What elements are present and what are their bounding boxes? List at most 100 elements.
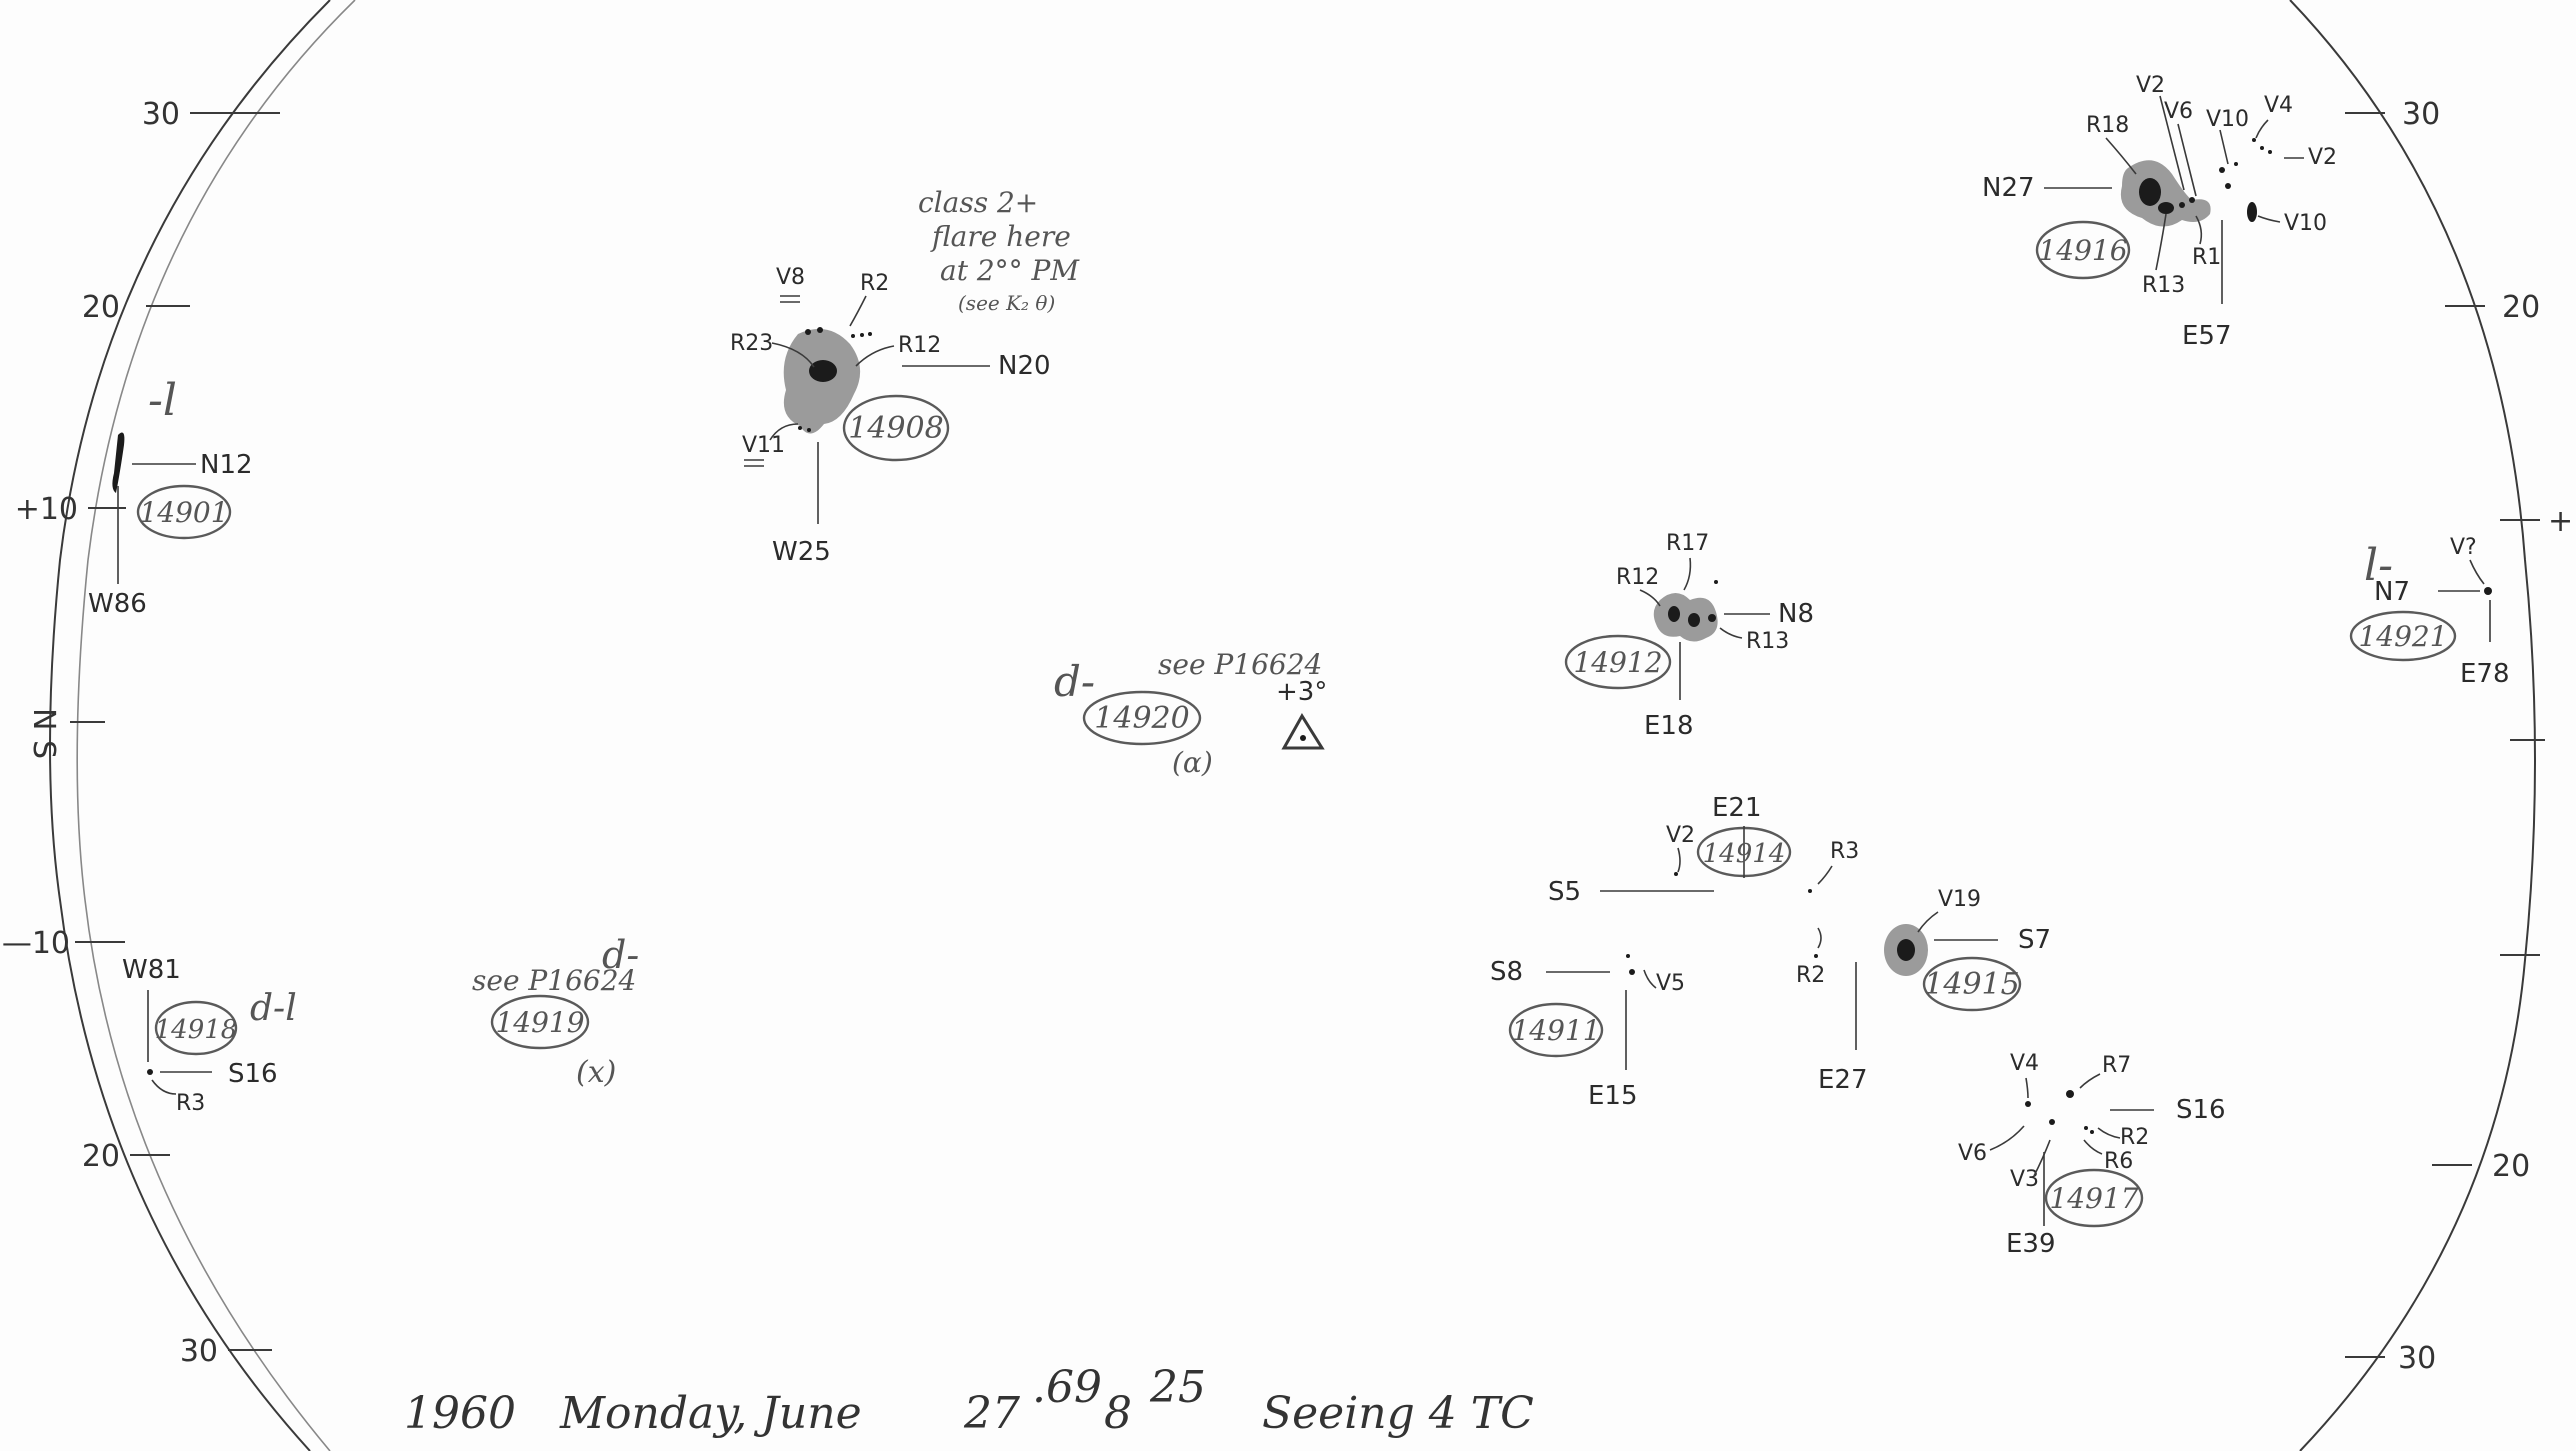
region-14919: see P16624 d- 14919 (x) bbox=[472, 933, 639, 1090]
spot-label-v4: V4 bbox=[2010, 1051, 2039, 1076]
caption-date-fraction: .69 bbox=[1032, 1362, 1102, 1413]
region-14917: V4 R7 S16 R2 R6 V6 V3 14917 E39 bbox=[1958, 1051, 2226, 1259]
longitude-label: E27 bbox=[1818, 1065, 1868, 1095]
spot-label-v19: V19 bbox=[1938, 887, 1981, 912]
region-mark: (x) bbox=[576, 1055, 616, 1090]
spot-label-r1: R1 bbox=[2192, 245, 2221, 270]
lat-label-left-minus10: —10 bbox=[2, 926, 70, 961]
flare-note: class 2+ flare here at 2°° PM (see K₂ θ) bbox=[918, 186, 1080, 315]
spot-label-r12: R12 bbox=[898, 333, 941, 358]
region-number: 14916 bbox=[2038, 234, 2127, 267]
spot-label-v10: V10 bbox=[2206, 107, 2249, 132]
region-class: d- bbox=[1054, 657, 1095, 706]
lat-label-right-30s: 30 bbox=[2398, 1341, 2436, 1376]
caption-date: 27 bbox=[963, 1388, 1020, 1439]
spot-label-r18: R18 bbox=[2086, 113, 2129, 138]
region-number: 14917 bbox=[2049, 1182, 2138, 1215]
spot-label-v2b: V2 bbox=[2308, 145, 2337, 170]
spot-label-r3: R3 bbox=[176, 1091, 205, 1116]
spot-label-v5: V5 bbox=[1656, 971, 1685, 996]
spot-label-r2: R2 bbox=[2120, 1125, 2149, 1150]
caption-hour: 8 bbox=[1104, 1388, 1132, 1439]
orientation-angle: +3° bbox=[1276, 677, 1327, 707]
observation-caption: 1960 Monday, June 27 .69 8 25 Seeing 4 T… bbox=[404, 1362, 1534, 1439]
region-14915: V19 S7 14915 R2 E27 bbox=[1796, 887, 2051, 1095]
spot-label-v6: V6 bbox=[1958, 1141, 1987, 1166]
longitude-label: E57 bbox=[2182, 321, 2232, 351]
lat-label-left-20: 20 bbox=[82, 290, 120, 325]
latitude-label: S7 bbox=[2018, 925, 2051, 955]
spot-label-r7: R7 bbox=[2102, 1053, 2131, 1078]
lat-label-left-20s: 20 bbox=[82, 1139, 120, 1174]
latitude-label: S16 bbox=[2176, 1095, 2226, 1125]
longitude-label: E78 bbox=[2460, 659, 2510, 689]
flare-note-line4: (see K₂ θ) bbox=[958, 291, 1055, 315]
lat-label-left-n: N bbox=[26, 708, 61, 730]
lat-label-right-20s: 20 bbox=[2492, 1149, 2530, 1184]
spot-label-v2: V2 bbox=[1666, 823, 1695, 848]
region-number: 14912 bbox=[1573, 646, 1662, 679]
spot-label-r13: R13 bbox=[1746, 629, 1789, 654]
spot-label-v8: V8 bbox=[776, 265, 805, 290]
lat-label-right-10: + bbox=[2548, 504, 2573, 539]
region-number: 14915 bbox=[1924, 967, 2019, 1002]
spot-label-r2: R2 bbox=[860, 271, 889, 296]
region-number: 14901 bbox=[139, 496, 228, 529]
region-mark: (α) bbox=[1172, 746, 1213, 779]
spot-label-v10b: V10 bbox=[2284, 211, 2327, 236]
region-number: 14908 bbox=[848, 411, 943, 446]
longitude-label: W86 bbox=[88, 589, 147, 619]
region-14921: l- V? N7 14921 E78 bbox=[2349, 535, 2510, 689]
region-14911: S8 V5 14911 E15 bbox=[1490, 954, 1685, 1111]
region-14908: V8 R2 R23 R12 N20 V11 14908 W25 bbox=[730, 265, 1051, 567]
latitude-label: N7 bbox=[2374, 577, 2410, 607]
region-14914: E21 V2 14914 S5 R3 bbox=[1548, 793, 1859, 907]
orientation-mark: +3° bbox=[1276, 677, 1327, 750]
flare-note-line1: class 2+ bbox=[918, 186, 1038, 219]
caption-seeing: Seeing 4 TC bbox=[1262, 1388, 1534, 1439]
longitude-label: E39 bbox=[2006, 1229, 2056, 1259]
longitude-label: E15 bbox=[1588, 1081, 1638, 1111]
region-class: d-l bbox=[250, 988, 297, 1029]
region-14912: R17 R12 N8 R13 14912 E18 bbox=[1564, 531, 1814, 741]
region-number: 14919 bbox=[495, 1006, 584, 1039]
spot-label-v6: V6 bbox=[2164, 99, 2193, 124]
region-14901: -l N12 14901 W86 bbox=[88, 375, 253, 619]
lat-label-left-10: +10 bbox=[15, 492, 78, 527]
caption-day: Monday, June bbox=[559, 1388, 862, 1439]
latitude-label: S5 bbox=[1548, 877, 1581, 907]
flare-note-line3: at 2°° PM bbox=[940, 254, 1080, 287]
spot-label-r13: R13 bbox=[2142, 273, 2185, 298]
latitude-label: N20 bbox=[998, 351, 1051, 381]
region-class: l- bbox=[2364, 540, 2393, 591]
longitude-label: W25 bbox=[772, 537, 831, 567]
lat-label-left-30: 30 bbox=[142, 97, 180, 132]
spot-label-r12: R12 bbox=[1616, 565, 1659, 590]
region-14920: d- see P16624 14920 (α) bbox=[1054, 648, 1322, 779]
spot-label-v2: V2 bbox=[2136, 73, 2165, 98]
latitude-label: N27 bbox=[1982, 173, 2035, 203]
right-latitude-scale: 30 20 + 20 30 bbox=[2345, 97, 2573, 1376]
lat-label-right-20: 20 bbox=[2502, 290, 2540, 325]
left-latitude-scale: 30 20 +10 N S —10 20 30 bbox=[2, 97, 280, 1369]
spot-label-v4: V4 bbox=[2264, 93, 2293, 118]
spot-label-r2: R2 bbox=[1796, 963, 1825, 988]
latitude-label: N8 bbox=[1778, 599, 1814, 629]
caption-year: 1960 bbox=[404, 1388, 516, 1439]
region-number: 14918 bbox=[155, 1015, 238, 1045]
flare-note-line2: flare here bbox=[930, 220, 1071, 253]
region-number: 14914 bbox=[1703, 839, 1786, 869]
region-note: see P16624 bbox=[472, 964, 636, 997]
region-class: -l bbox=[148, 375, 177, 426]
lat-label-left-30s: 30 bbox=[180, 1334, 218, 1369]
region-number: 14921 bbox=[2358, 620, 2447, 653]
longitude-label: E18 bbox=[1644, 711, 1694, 741]
region-14916: V2 R18 V6 V10 V4 V2 V10 R1 R13 N27 14916… bbox=[1982, 73, 2337, 351]
longitude-label: W81 bbox=[122, 955, 181, 985]
spot-label-r6: R6 bbox=[2104, 1149, 2133, 1174]
spot-label-v: V? bbox=[2450, 535, 2477, 560]
region-number: 14911 bbox=[1511, 1014, 1600, 1047]
spot-label-v11: V11 bbox=[742, 433, 785, 458]
spot-label-r23: R23 bbox=[730, 331, 773, 356]
latitude-label: S8 bbox=[1490, 957, 1523, 987]
